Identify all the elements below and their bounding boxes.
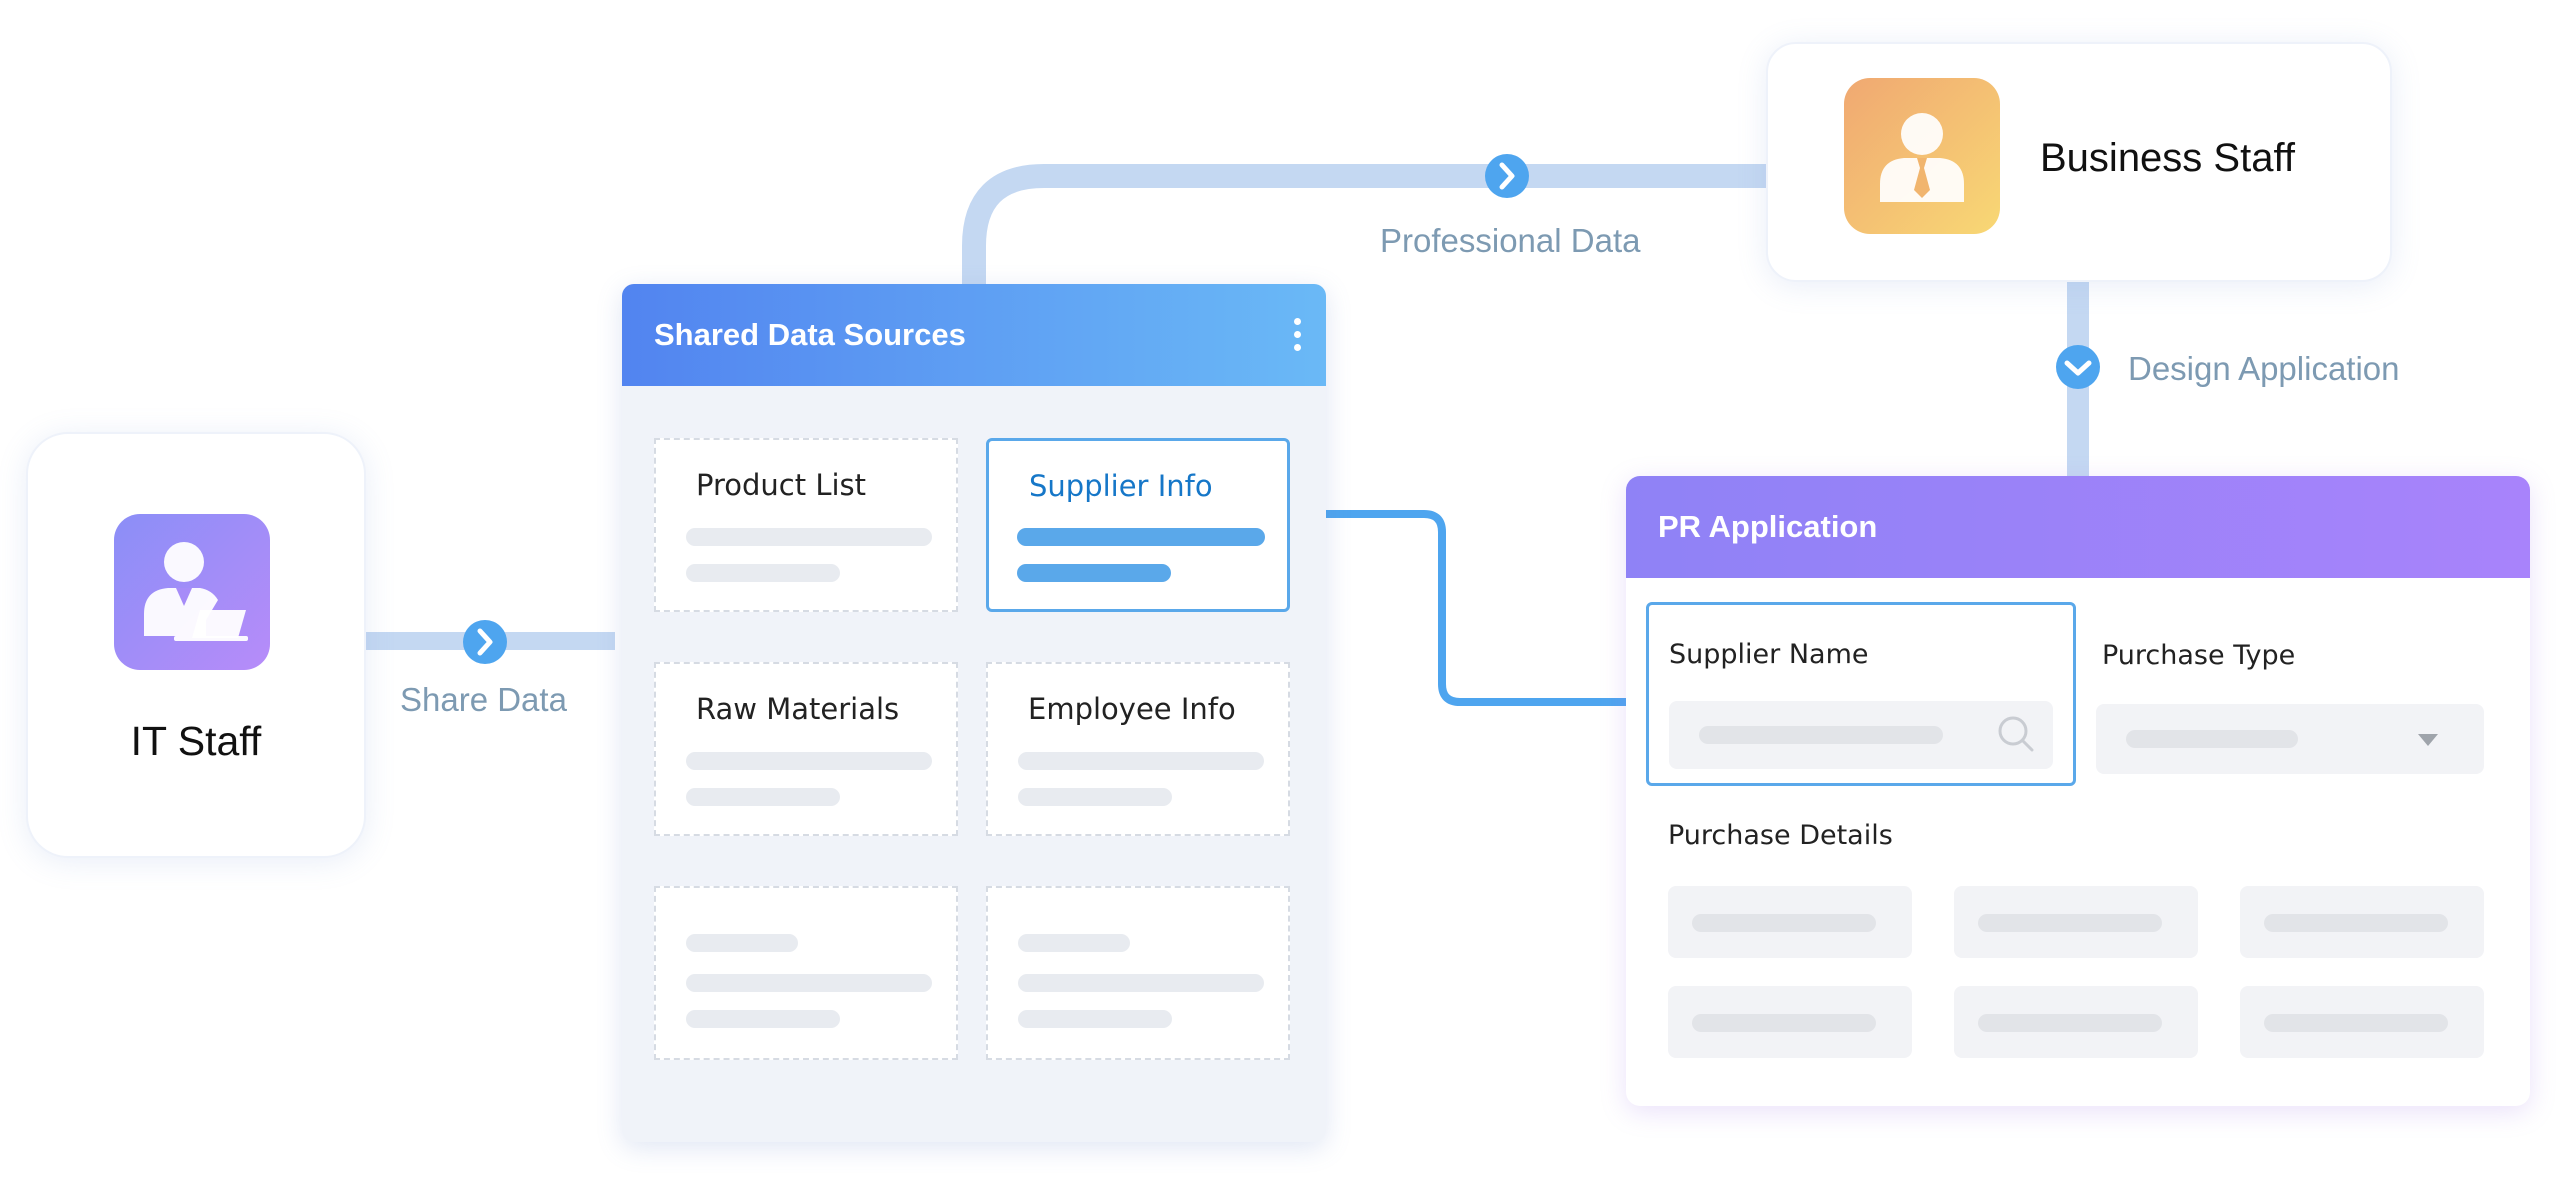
placeholder-line bbox=[1978, 1014, 2162, 1032]
tile-placeholder[interactable] bbox=[986, 886, 1290, 1060]
placeholder-line bbox=[686, 934, 798, 952]
more-vertical-icon[interactable] bbox=[1294, 318, 1302, 354]
purchase-type-label: Purchase Type bbox=[2102, 640, 2296, 671]
supplier-link-connector bbox=[1294, 510, 1648, 706]
it-staff-node[interactable]: IT Staff bbox=[26, 432, 366, 858]
tile-supplier-info[interactable]: Supplier Info bbox=[986, 438, 1290, 612]
professional-data-label: Professional Data bbox=[1380, 222, 1641, 259]
placeholder-line bbox=[686, 974, 932, 992]
shared-data-sources-title: Shared Data Sources bbox=[654, 317, 966, 352]
purchase-detail-cell[interactable] bbox=[1668, 986, 1912, 1058]
placeholder-line bbox=[1692, 1014, 1876, 1032]
tile-placeholder[interactable] bbox=[654, 886, 958, 1060]
tile-label: Employee Info bbox=[1028, 692, 1236, 726]
tile-label: Supplier Info bbox=[1029, 469, 1213, 503]
purchase-detail-cell[interactable] bbox=[2240, 986, 2484, 1058]
design-application-arrow-icon bbox=[2056, 345, 2100, 389]
tile-raw-materials[interactable]: Raw Materials bbox=[654, 662, 958, 836]
supplier-name-input[interactable] bbox=[1669, 701, 2053, 769]
tile-label: Product List bbox=[696, 468, 867, 502]
placeholder-line bbox=[1692, 914, 1876, 932]
placeholder-line bbox=[686, 564, 840, 582]
pr-application-panel: PR Application Supplier Name Purchase Ty… bbox=[1626, 476, 2530, 1106]
placeholder-line bbox=[2264, 1014, 2448, 1032]
placeholder-line bbox=[1699, 726, 1943, 744]
business-staff-node[interactable]: Business Staff bbox=[1766, 42, 2392, 282]
share-data-arrow-icon bbox=[463, 620, 507, 664]
placeholder-line bbox=[1018, 752, 1264, 770]
share-data-label: Share Data bbox=[400, 681, 567, 718]
it-staff-label: IT Staff bbox=[130, 718, 262, 764]
placeholder-line bbox=[1018, 1010, 1172, 1028]
placeholder-line bbox=[1018, 974, 1264, 992]
developer-laptop-icon bbox=[114, 514, 270, 670]
placeholder-line bbox=[1018, 934, 1130, 952]
tile-employee-info[interactable]: Employee Info bbox=[986, 662, 1290, 836]
caret-down-icon[interactable] bbox=[2416, 732, 2440, 748]
shared-data-sources-header: Shared Data Sources bbox=[622, 284, 1326, 386]
pr-application-header: PR Application bbox=[1626, 476, 2530, 578]
placeholder-line bbox=[1018, 788, 1172, 806]
supplier-name-field[interactable]: Supplier Name bbox=[1646, 602, 2076, 786]
design-application-label: Design Application bbox=[2128, 350, 2400, 387]
pr-application-title: PR Application bbox=[1658, 509, 1878, 544]
business-staff-label: Business Staff bbox=[2040, 136, 2295, 180]
purchase-detail-cell[interactable] bbox=[1668, 886, 1912, 958]
purchase-detail-cell[interactable] bbox=[1954, 986, 2198, 1058]
placeholder-line bbox=[686, 752, 932, 770]
placeholder-line bbox=[2126, 730, 2298, 748]
purchase-type-select[interactable] bbox=[2096, 704, 2484, 774]
placeholder-line bbox=[1978, 914, 2162, 932]
placeholder-line bbox=[686, 528, 932, 546]
businessman-tie-icon bbox=[1844, 78, 2000, 234]
placeholder-line bbox=[1017, 528, 1265, 546]
placeholder-line bbox=[1017, 564, 1171, 582]
shared-data-sources-panel: Shared Data Sources Product List Supplie… bbox=[622, 284, 1326, 1142]
placeholder-line bbox=[686, 788, 840, 806]
placeholder-line bbox=[686, 1010, 840, 1028]
purchase-detail-cell[interactable] bbox=[1954, 886, 2198, 958]
professional-data-connector bbox=[962, 164, 1768, 284]
tile-product-list[interactable]: Product List bbox=[654, 438, 958, 612]
tile-label: Raw Materials bbox=[696, 692, 900, 726]
search-icon[interactable] bbox=[1995, 713, 2037, 755]
supplier-name-label: Supplier Name bbox=[1669, 639, 1869, 670]
purchase-details-label: Purchase Details bbox=[1668, 820, 1893, 851]
placeholder-line bbox=[2264, 914, 2448, 932]
purchase-detail-cell[interactable] bbox=[2240, 886, 2484, 958]
professional-data-arrow-icon bbox=[1485, 154, 1529, 198]
